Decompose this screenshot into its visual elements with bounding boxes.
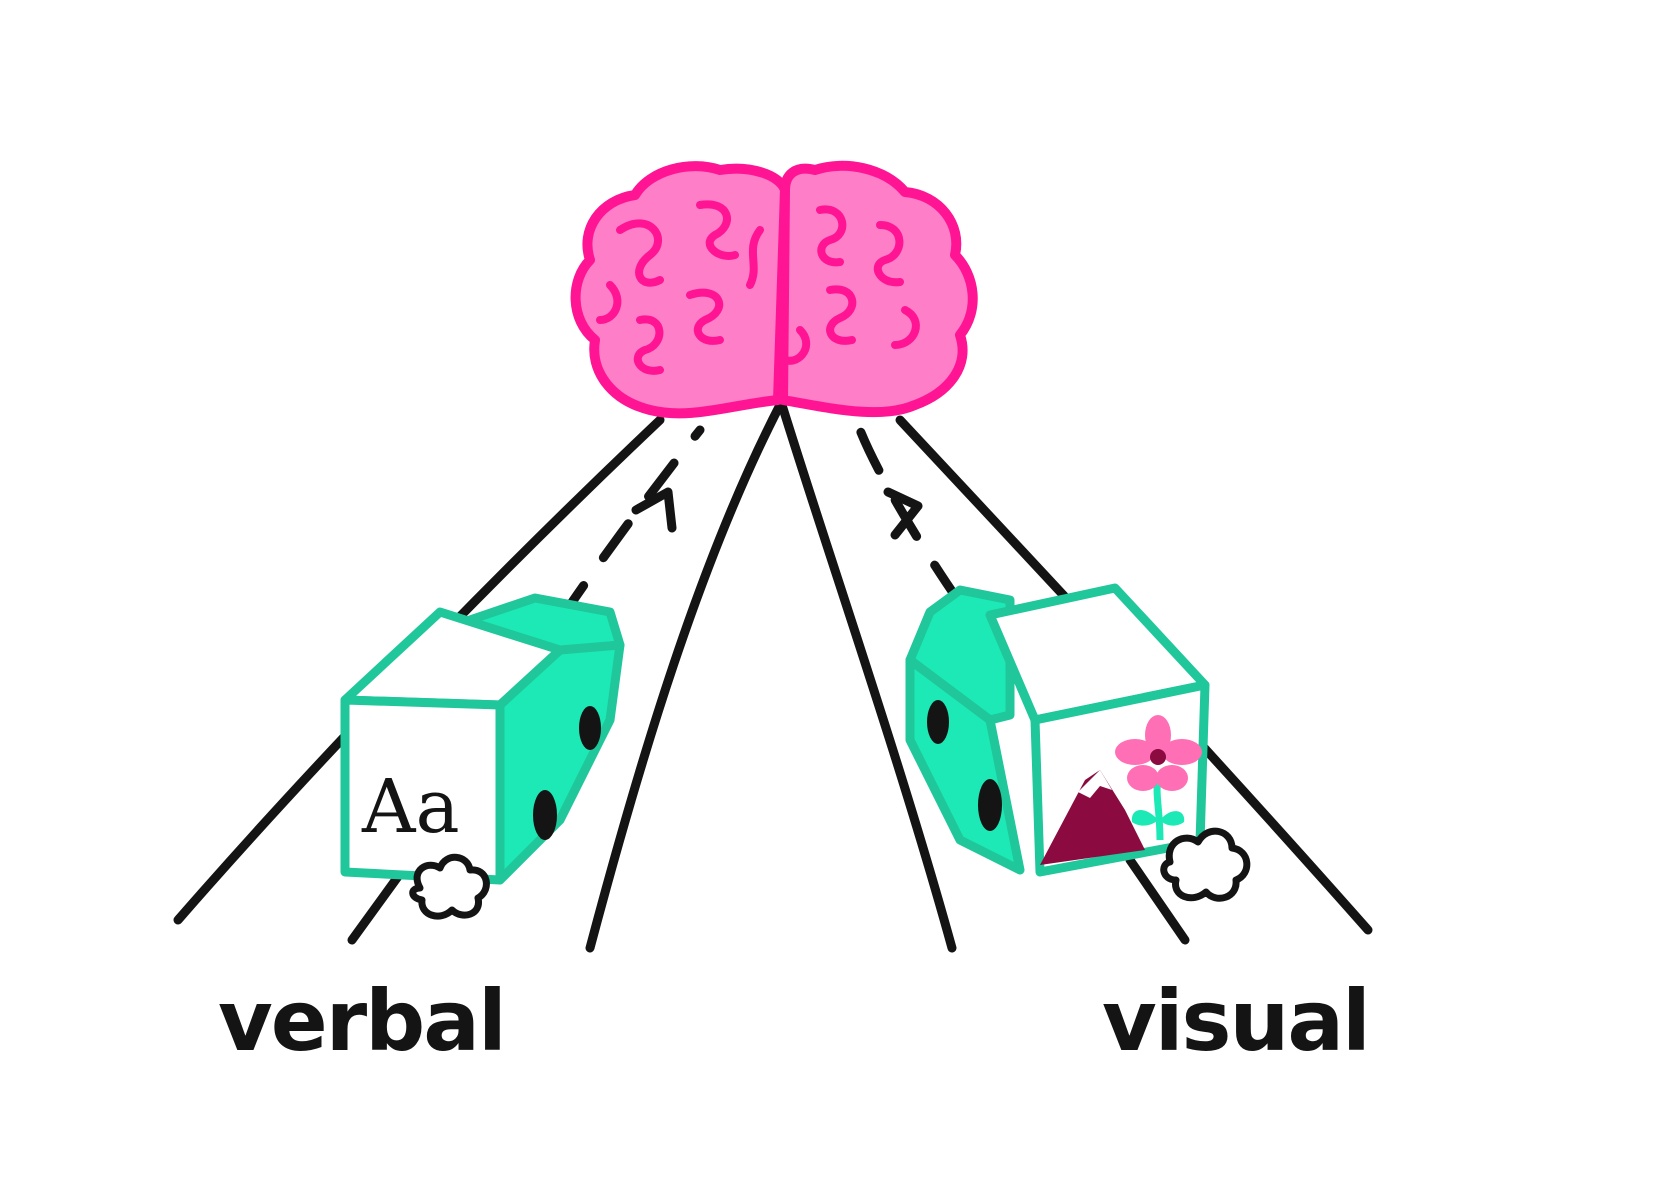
left-truck-rear-wheel (533, 790, 557, 840)
brain-icon (576, 166, 973, 414)
brain-left-hemisphere (576, 166, 785, 413)
left-direction-arrow (636, 492, 672, 528)
left-truck-front-wheel (579, 706, 601, 750)
visual-label: visual (1102, 972, 1369, 1070)
left-truck-icon: Aa (345, 598, 620, 916)
left-lane-divider (560, 430, 700, 620)
left-truck-letters: Aa (361, 764, 460, 850)
right-truck-rear-wheel (978, 779, 1002, 831)
right-exhaust-cloud-icon (1164, 831, 1247, 898)
verbal-label: verbal (218, 972, 505, 1070)
right-truck-front-wheel (927, 700, 949, 744)
brain-right-hemisphere (783, 166, 973, 412)
right-truck-icon (910, 588, 1247, 898)
